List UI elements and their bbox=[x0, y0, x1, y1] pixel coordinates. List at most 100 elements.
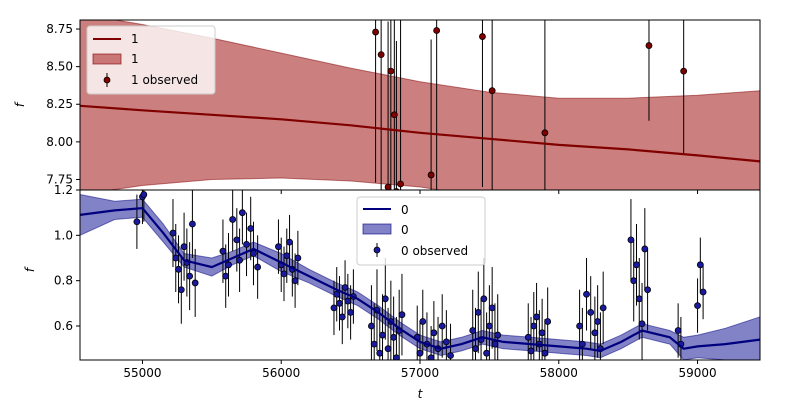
bottom-observed-point bbox=[583, 290, 590, 298]
bottom-observed-point bbox=[524, 333, 532, 341]
bottom-legend-line-label: 0 bbox=[401, 203, 409, 217]
bottom-legend-box bbox=[356, 196, 486, 266]
xtick-label: 55000 bbox=[123, 366, 161, 380]
top-y-axis-label: f bbox=[13, 101, 27, 107]
bottom-observed-point bbox=[527, 347, 535, 355]
top-mean-line bbox=[80, 104, 760, 163]
bottom-observed-point bbox=[587, 308, 595, 316]
bottom-observed-point bbox=[427, 354, 435, 360]
bottom-observed-point bbox=[494, 331, 502, 339]
top-observed-point bbox=[541, 129, 549, 137]
bottom-observed-point bbox=[419, 318, 427, 325]
bottom-observed-point bbox=[594, 318, 602, 325]
top-observed-point bbox=[387, 67, 395, 75]
top-observed-point bbox=[680, 67, 688, 75]
bottom-observed-point bbox=[474, 308, 482, 316]
bottom-observed-point bbox=[280, 270, 288, 278]
bottom-observed-point bbox=[333, 290, 341, 298]
bottom-observed-point bbox=[169, 229, 177, 237]
bottom-ytick-label: 1.0 bbox=[54, 228, 73, 242]
top-observed-point bbox=[488, 87, 496, 95]
bottom-observed-point bbox=[225, 261, 232, 269]
bottom-observed-point bbox=[576, 322, 583, 330]
bottom-observed-point bbox=[186, 272, 194, 280]
bottom-legend-observed-label: 0 observed bbox=[401, 244, 468, 258]
bottom-observed-point bbox=[641, 245, 649, 253]
bottom-observed-point bbox=[344, 297, 352, 305]
bottom-observed-point bbox=[488, 304, 496, 312]
bottom-mean-line bbox=[80, 206, 760, 353]
bottom-observed-point bbox=[393, 354, 400, 360]
bottom-observed-point bbox=[544, 318, 552, 325]
bottom-observed-point bbox=[330, 304, 338, 312]
top-observed-point bbox=[645, 42, 653, 49]
x-axis-label: t bbox=[418, 387, 424, 400]
bottom-observed-point bbox=[222, 272, 230, 280]
bottom-observed-point bbox=[485, 322, 493, 330]
xtick-label: 58000 bbox=[540, 366, 578, 380]
bottom-observed-point bbox=[541, 349, 549, 357]
bottom-observed-point bbox=[341, 284, 349, 291]
top-legend: 1 1 1 observed bbox=[86, 25, 216, 95]
bottom-legend-band-label: 0 bbox=[401, 223, 409, 237]
bottom-observed-point bbox=[591, 329, 599, 337]
top-observed-point bbox=[433, 27, 441, 34]
bottom-observed-point bbox=[254, 263, 262, 271]
top-panel: 7.758.008.258.508.75 f 1 1 1 observed bbox=[13, 19, 761, 194]
bottom-observed-point bbox=[133, 218, 141, 226]
top-legend-box bbox=[86, 25, 216, 95]
bottom-observed-point bbox=[275, 243, 282, 251]
top-ytick-label: 8.50 bbox=[46, 60, 73, 74]
top-observed-point bbox=[397, 180, 404, 188]
bottom-observed-point bbox=[283, 252, 291, 260]
bottom-observed-point bbox=[175, 265, 182, 273]
bottom-observed-point bbox=[376, 349, 384, 357]
bottom-observed-point bbox=[180, 243, 188, 251]
bottom-observed-point bbox=[438, 322, 446, 330]
bottom-observed-point bbox=[250, 250, 257, 257]
bottom-plot-area bbox=[80, 190, 760, 360]
bottom-observed-point bbox=[599, 304, 607, 312]
bottom-observed-point bbox=[229, 216, 237, 223]
bottom-legend-band-swatch bbox=[362, 223, 392, 235]
bottom-observed-point bbox=[638, 320, 646, 328]
bottom-observed-point bbox=[236, 256, 243, 264]
bottom-ytick-label: 0.6 bbox=[54, 319, 73, 333]
bottom-observed-point bbox=[416, 349, 424, 357]
top-legend-observed-label: 1 observed bbox=[131, 73, 198, 87]
bottom-observed-point bbox=[530, 322, 538, 330]
bottom-observed-point bbox=[469, 327, 477, 334]
bottom-observed-point bbox=[694, 302, 701, 310]
bottom-observed-point bbox=[398, 311, 406, 319]
bottom-observed-point bbox=[370, 340, 378, 348]
top-observed-point bbox=[427, 171, 435, 179]
bottom-y-axis: 0.60.81.01.2 bbox=[54, 183, 80, 333]
bottom-observed-point bbox=[368, 322, 375, 330]
bottom-observed-point bbox=[347, 308, 355, 316]
bottom-observed-point bbox=[633, 261, 640, 269]
bottom-observed-point bbox=[578, 340, 586, 348]
xtick-label: 59000 bbox=[678, 366, 716, 380]
bottom-observed-point bbox=[442, 338, 450, 346]
bottom-observed-point bbox=[635, 295, 643, 303]
top-observed-point bbox=[479, 33, 486, 40]
bottom-observed-point bbox=[219, 247, 227, 255]
bottom-observed-point bbox=[483, 349, 491, 357]
bottom-observed-point bbox=[630, 277, 638, 285]
bottom-legend-point-swatch bbox=[373, 246, 381, 254]
bottom-observed-point bbox=[430, 329, 438, 337]
bottom-observed-point bbox=[294, 254, 302, 262]
bottom-observed-point bbox=[538, 329, 546, 337]
bottom-observed-point bbox=[480, 295, 488, 303]
bottom-observed-point bbox=[189, 220, 196, 228]
bottom-observed-point bbox=[336, 299, 343, 307]
top-ytick-label: 8.75 bbox=[46, 22, 73, 36]
bottom-observed-point bbox=[140, 191, 148, 198]
bottom-observed-point bbox=[233, 236, 241, 244]
bottom-observed-point bbox=[390, 333, 398, 341]
bottom-observed-point bbox=[191, 279, 199, 287]
bottom-observed-point bbox=[533, 313, 540, 321]
top-ytick-label: 8.25 bbox=[46, 97, 73, 111]
